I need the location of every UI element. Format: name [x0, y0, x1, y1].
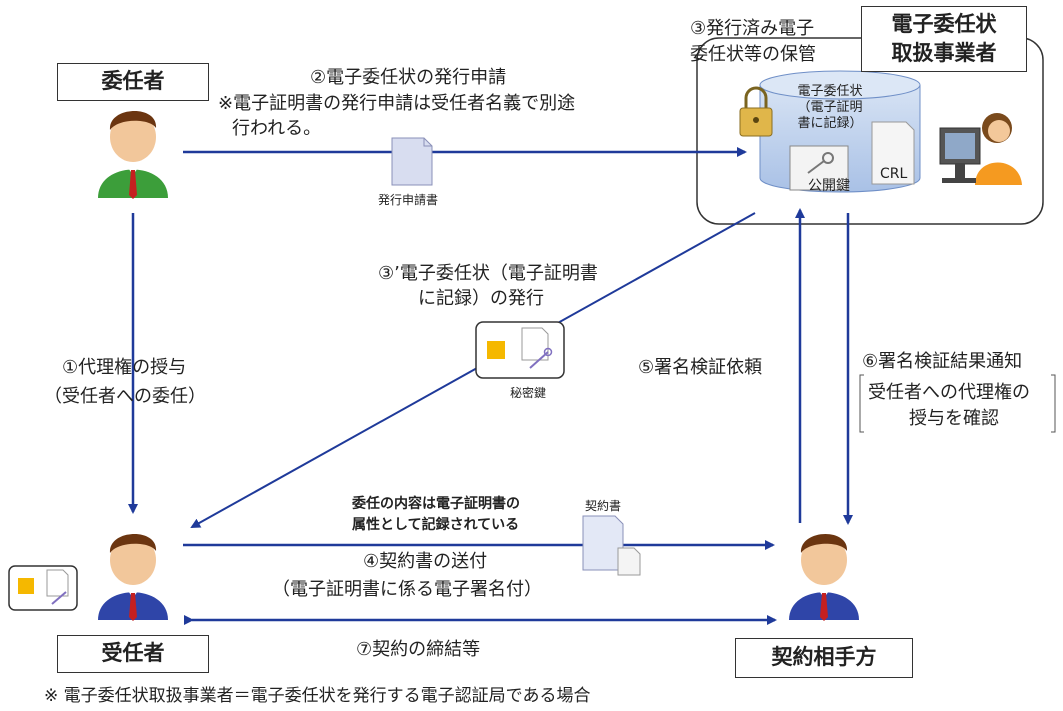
step5-label: ⑤署名検証依頼: [638, 357, 763, 378]
delegator-label: 委任者: [101, 69, 165, 93]
arrow-step3-dash: [190, 212, 756, 528]
step3-dash-label-line1: ③’電子委任状（電子証明書: [378, 263, 598, 284]
database-label-line3: 書に記録）: [797, 116, 863, 131]
database-label: 電子委任状 （電子証明 書に記録）: [772, 84, 888, 132]
note-bracket-right: [1051, 374, 1056, 433]
public-key-document-icon: [789, 145, 849, 191]
private-key-label: 秘密鍵: [510, 386, 547, 400]
contract-note: 委任の内容は電子証明書の 属性として記録されている: [352, 494, 520, 536]
step1-label-line2: （受任者への委任）: [44, 386, 206, 407]
counterparty-label: 契約相手方: [771, 645, 877, 669]
step4-label-line2: （電子証明書に係る電子署名付）: [272, 579, 542, 600]
contract-note-line1: 委任の内容は電子証明書の: [352, 496, 520, 512]
application-doc-label: 発行申請書: [378, 193, 439, 207]
application-document-icon: [391, 137, 433, 186]
counterparty-person-icon: [789, 533, 859, 621]
delegatee-label: 受任者: [101, 641, 165, 665]
contract-document-icon: [582, 515, 641, 576]
delegatee-key-card-icon: [8, 565, 78, 611]
database-label-line2: （電子証明: [797, 100, 863, 115]
step1-label-line1: ①代理権の授与: [62, 357, 187, 378]
contract-note-line2: 属性として記録されている: [352, 517, 520, 533]
step4-label-line1: ④契約書の送付: [363, 551, 488, 572]
provider-box: 電子委任状 取扱事業者: [861, 6, 1027, 72]
step2-note-line1: ※電子証明書の発行申請は受任者名義で別途: [218, 93, 576, 114]
step3-dash-label-line2: に記録）の発行: [418, 288, 544, 309]
step6-label: ⑥署名検証結果通知: [862, 351, 1023, 372]
step2-note-line2: 行われる。: [232, 118, 322, 139]
step2-label: ②電子委任状の発行申請: [310, 67, 507, 88]
provider-label-line1: 電子委任状: [891, 12, 997, 36]
step7-label: ⑦契約の締結等: [356, 639, 481, 660]
delegator-box: 委任者: [57, 63, 209, 101]
footnote: ※ 電子委任状取扱事業者＝電子委任状を発行する電子認証局である場合: [44, 686, 591, 706]
crl-label: CRL: [880, 166, 908, 182]
padlock-icon: [739, 86, 773, 137]
private-key-card-icon: [475, 321, 565, 379]
step6-note-line2: 授与を確認: [909, 408, 999, 429]
delegatee-person-icon: [98, 533, 168, 621]
operator-at-computer-icon: [939, 113, 1022, 185]
provider-label-line2: 取扱事業者: [891, 41, 997, 65]
crl-document-icon: [871, 121, 915, 185]
public-key-label: 公開鍵: [808, 178, 850, 194]
note-bracket-left: [859, 374, 864, 433]
database-label-line1: 電子委任状: [797, 84, 863, 99]
step3-label-line2: 委任状等の保管: [690, 44, 816, 65]
step6-note-line1: 受任者への代理権の: [868, 382, 1030, 403]
delegator-person-icon: [98, 110, 168, 199]
step3-label-line1: ③発行済み電子: [690, 18, 815, 39]
contract-doc-label: 契約書: [585, 499, 622, 513]
counterparty-box: 契約相手方: [735, 638, 913, 678]
delegatee-box: 受任者: [57, 635, 209, 673]
